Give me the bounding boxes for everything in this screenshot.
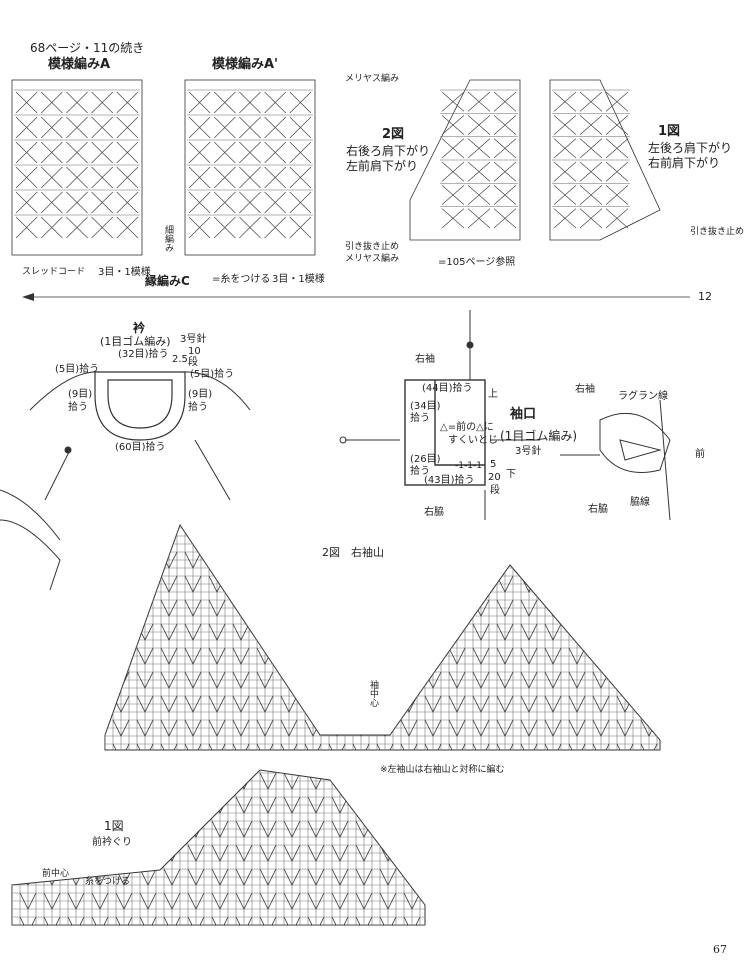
cuff-pick-34b: 拾う: [410, 413, 430, 424]
collar-needle: 3号針: [180, 334, 207, 345]
cuff-pick-26: (26目): [410, 454, 441, 465]
collar-title: 衿: [133, 321, 146, 335]
collar-dim-10: 10: [188, 346, 201, 357]
icon-right-side: 右脇: [588, 504, 608, 515]
direction-arrow: [22, 293, 690, 301]
cuff-pick-34: (34目): [410, 401, 441, 412]
cuff-dim-dan: 段: [490, 485, 500, 496]
pattern-a-title: 模様編みA: [48, 57, 111, 72]
cuff-pick-26b: 拾う: [410, 466, 430, 477]
collar-pick-5-left: (5目)拾う: [55, 364, 100, 375]
sleeve-cap-note: ※左袖山は右袖山と対称に編む: [380, 765, 505, 775]
collar-pick-9-right-2: 拾う: [188, 402, 208, 413]
cuff-right-sleeve: 右袖: [415, 354, 435, 365]
cuff-subtitle: (1目ゴム編み): [500, 429, 577, 443]
collar-pick-9-left-2: 拾う: [68, 402, 88, 413]
sleeve-icon-diagram: [560, 399, 671, 521]
collar-pick-9-left: (9目): [68, 389, 93, 400]
continued-note: 68ページ・11の続き: [30, 41, 145, 55]
collar-dim-25: 2.5: [172, 354, 188, 365]
fig1-small-chart: [549, 79, 661, 241]
circle-markers: [64, 341, 474, 454]
fig2-small-chart: [409, 79, 521, 241]
fig2-title: 2図: [382, 127, 405, 142]
cuff-diagram: [345, 310, 540, 520]
sleeve-center-label: 袖中心: [368, 680, 378, 707]
cuff-dec: -1-1-1: [455, 461, 482, 471]
page-number: 67: [713, 943, 727, 956]
collar-pick-9-right: (9目): [188, 389, 213, 400]
collar-pick-5-right: (5目)拾う: [190, 369, 235, 380]
fig1-sub2: 右前肩下がり: [648, 156, 721, 170]
collar-pick-32: (32目)拾う: [118, 349, 169, 360]
slip-end-label: 引き抜き止め: [345, 242, 400, 252]
stockinette-label-2: メリヤス編み: [345, 254, 400, 264]
front-center-label: 前中心: [42, 869, 70, 879]
pattern-a2-title: 模様編みA': [212, 57, 279, 72]
cuff-needle: 3号針: [515, 446, 542, 457]
fine-label: 細編み: [163, 225, 173, 252]
cuff-title: 袖口: [510, 407, 537, 422]
front-neck-chart: [11, 769, 426, 926]
fig2-sub2: 左前肩下がり: [346, 159, 419, 173]
fig1-title: 1図: [658, 124, 681, 139]
icon-raglan: ラグラン線: [618, 391, 668, 402]
cuff-note-2: すくいとじ: [448, 435, 498, 446]
cuff-down: 下: [506, 469, 516, 480]
stockinette-label: メリヤス編み: [345, 74, 400, 84]
collar-subtitle: (1目ゴム編み): [100, 335, 171, 348]
page-ref-12: 12: [698, 290, 712, 303]
pattern-c-title: 縁編みC: [145, 274, 190, 288]
collar-dim-dan: 段: [188, 357, 198, 368]
sleeve-cap-title: 2図 右袖山: [322, 546, 384, 559]
front-neck-subtitle: 前衿ぐり: [92, 837, 132, 848]
fig2-sub1: 右後ろ肩下がり: [346, 144, 431, 158]
icon-front: 前: [695, 449, 705, 460]
stitch-repeat-a: 3目・1模様: [98, 267, 151, 278]
cuff-note-1: △=前の△に: [440, 422, 494, 433]
thread-attach-note: =糸をつける: [212, 274, 271, 285]
slip-end-label-2: 引き抜き止め: [690, 227, 745, 237]
pattern-a2-chart: [184, 79, 316, 256]
ref-105-note: =105ページ参照: [438, 257, 516, 268]
collar-diagram: [0, 371, 251, 591]
stitch-repeat-a2: 3目・1模様: [272, 274, 325, 285]
attach-thread-label: 糸をつける: [85, 877, 131, 887]
collar-pick-60: (60目)拾う: [115, 442, 166, 453]
icon-side-line: 脇線: [630, 497, 650, 508]
cuff-dim-20: 20: [488, 472, 501, 483]
cuff-pick-44: (44目)拾う: [422, 383, 473, 394]
sled-cord-label: スレッドコード: [22, 267, 86, 277]
pattern-a-chart: [11, 79, 143, 256]
cuff-right-side: 右脇: [424, 507, 444, 518]
icon-right-sleeve: 右袖: [575, 384, 595, 395]
cuff-up: 上: [488, 389, 498, 400]
cuff-dim-5: 5: [490, 459, 497, 470]
fig1-sub1: 左後ろ肩下がり: [648, 141, 733, 155]
cuff-pick-43: (43目)拾う: [424, 475, 475, 486]
front-neck-title: 1図: [104, 819, 124, 833]
